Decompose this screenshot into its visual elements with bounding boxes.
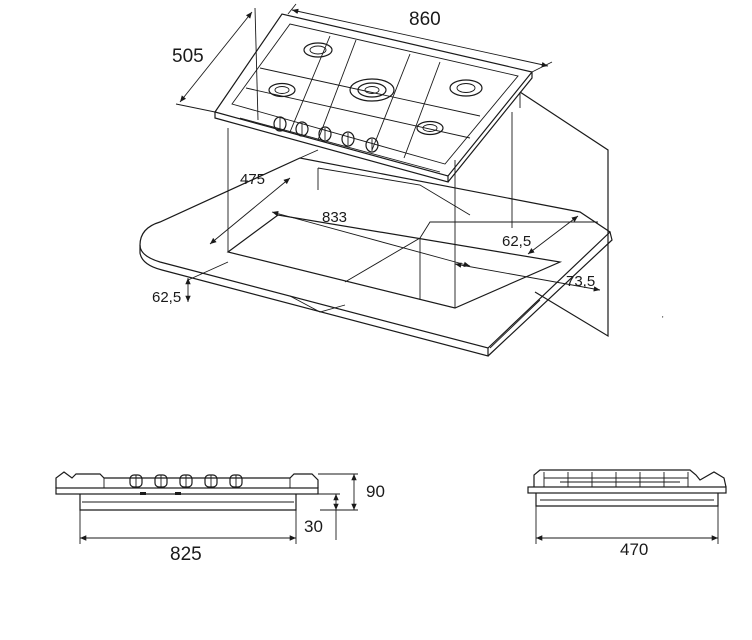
burner-rear-left (303, 42, 333, 58)
dimension-62-5-front (185, 261, 229, 302)
dim-833-label: 833 (322, 209, 347, 226)
dimension-505 (175, 11, 253, 113)
dimension-30 (318, 493, 340, 540)
dim-62-5-front-label: 62,5 (152, 289, 181, 306)
burner-rear-right (449, 79, 483, 97)
stray-mark: ' (662, 315, 664, 324)
dimension-470 (535, 506, 719, 544)
burner-front-right (416, 120, 444, 136)
dim-470-label: 470 (620, 540, 648, 559)
dimension-475 (209, 177, 291, 245)
dim-505-label: 505 (172, 46, 204, 67)
dimension-73-5 (454, 262, 601, 292)
dimension-860 (287, 3, 553, 73)
dim-62-5-right-label: 62,5 (502, 233, 531, 250)
front-knobs (129, 474, 243, 488)
control-knobs (273, 116, 379, 153)
dim-73-5-label: 73,5 (566, 273, 595, 290)
dimension-90 (318, 473, 358, 511)
dim-825-label: 825 (170, 544, 202, 565)
hob-isometric (214, 13, 534, 183)
dim-30-label: 30 (304, 517, 323, 536)
dim-860-label: 860 (409, 9, 441, 30)
dim-475-label: 475 (240, 171, 265, 188)
burner-front-left (268, 82, 296, 98)
hob-side-view (527, 469, 727, 507)
dimension-833 (271, 211, 471, 267)
countertop (139, 7, 613, 357)
dim-90-label: 90 (366, 482, 385, 501)
dimension-62-5-right (512, 215, 598, 255)
cutout-outline (226, 112, 563, 309)
dimension-825 (79, 510, 297, 544)
hob-front-view (55, 471, 319, 511)
burner-wok (349, 78, 395, 102)
